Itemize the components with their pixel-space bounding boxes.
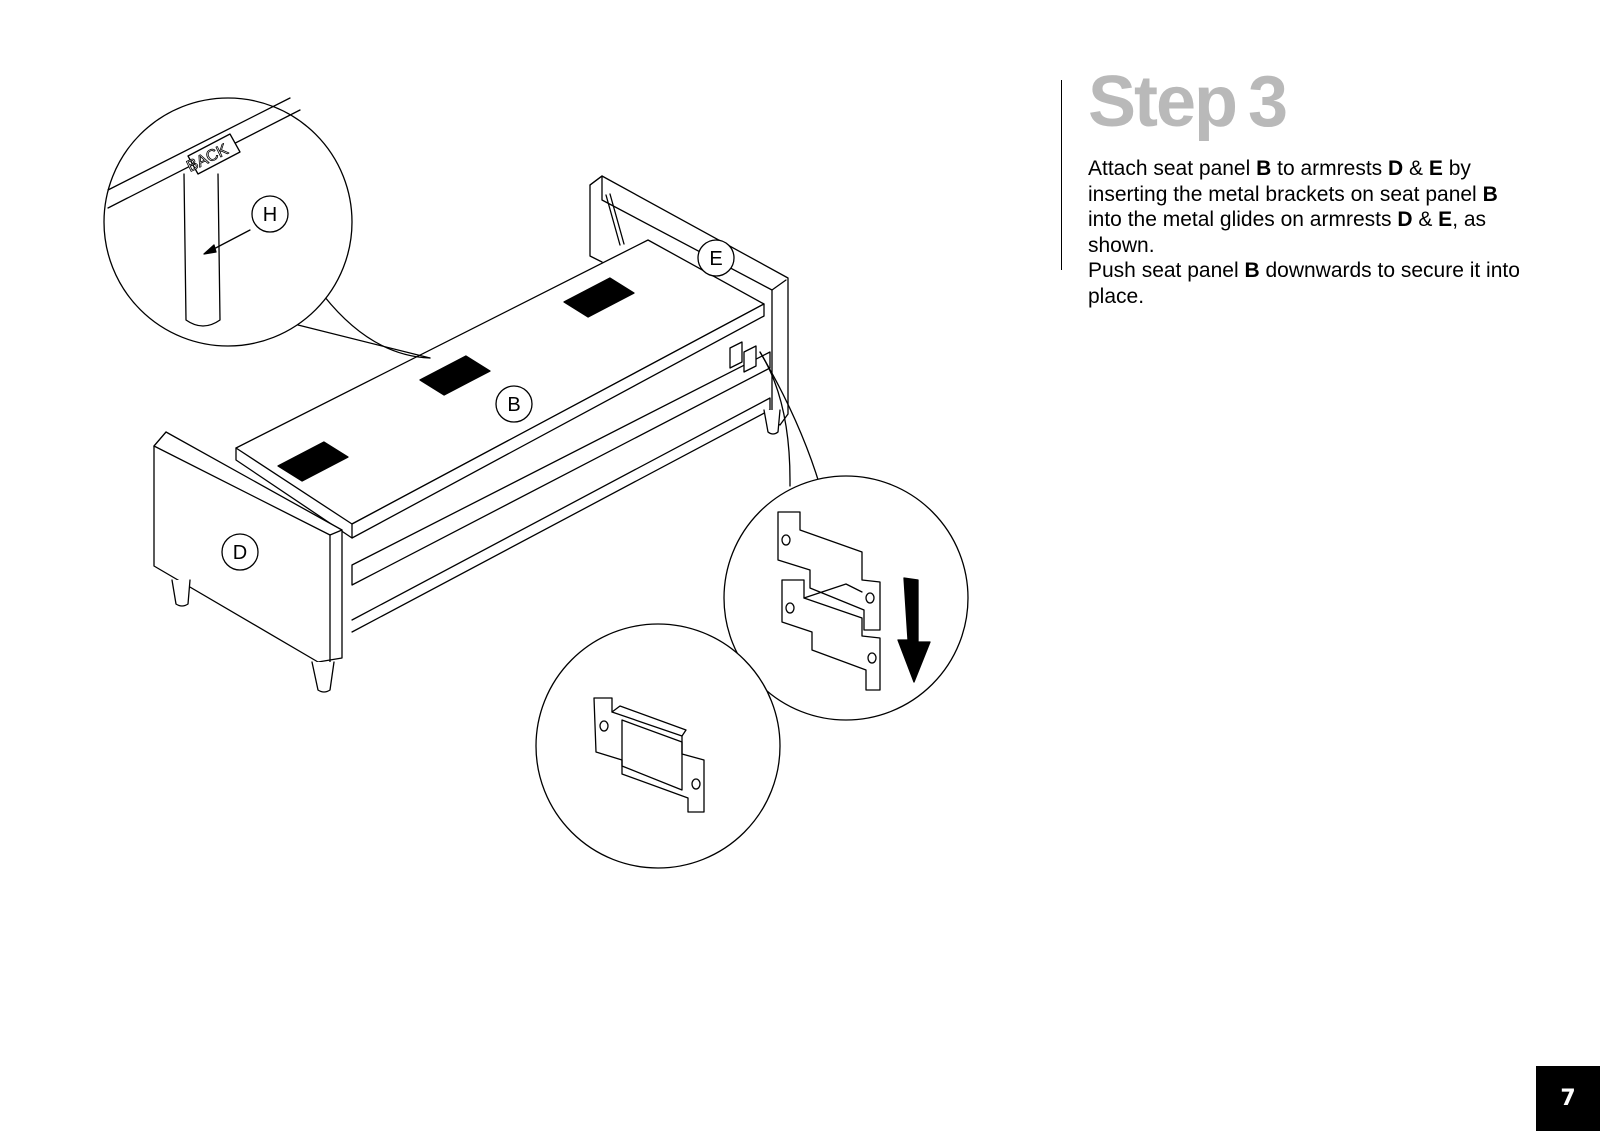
svg-text:E: E	[709, 248, 722, 270]
arrow-down-icon	[897, 577, 931, 683]
instruction-paragraph-2: Push seat panel B downwards to secure it…	[1088, 259, 1520, 308]
velcro-strip	[419, 355, 491, 396]
frame	[351, 351, 771, 633]
step-word: Step	[1088, 62, 1238, 142]
instruction-paragraph-1: Attach seat panel B to armrests D & E by…	[1088, 157, 1498, 257]
svg-text:B: B	[507, 394, 520, 416]
label-e: E	[697, 239, 735, 277]
leg-detail-callout: BACK	[103, 97, 431, 359]
label-d: D	[221, 533, 259, 571]
bracket-glide-callout	[723, 351, 969, 721]
legs	[171, 409, 781, 693]
page-number: 7	[1536, 1066, 1600, 1131]
svg-text:H: H	[263, 204, 277, 226]
section-divider	[1061, 80, 1062, 270]
step-number: 3	[1248, 62, 1289, 142]
bracket-callout	[535, 623, 781, 869]
assembly-illustration: BACK H E B D	[103, 97, 969, 869]
seat-panel-b	[235, 239, 765, 539]
label-h: H	[251, 195, 289, 233]
svg-text:D: D	[233, 542, 247, 564]
instructions: Attach seat panel B to armrests D & E by…	[1088, 156, 1528, 309]
velcro-strip	[277, 441, 349, 482]
velcro-strip	[563, 277, 635, 318]
label-b: B	[495, 385, 533, 423]
